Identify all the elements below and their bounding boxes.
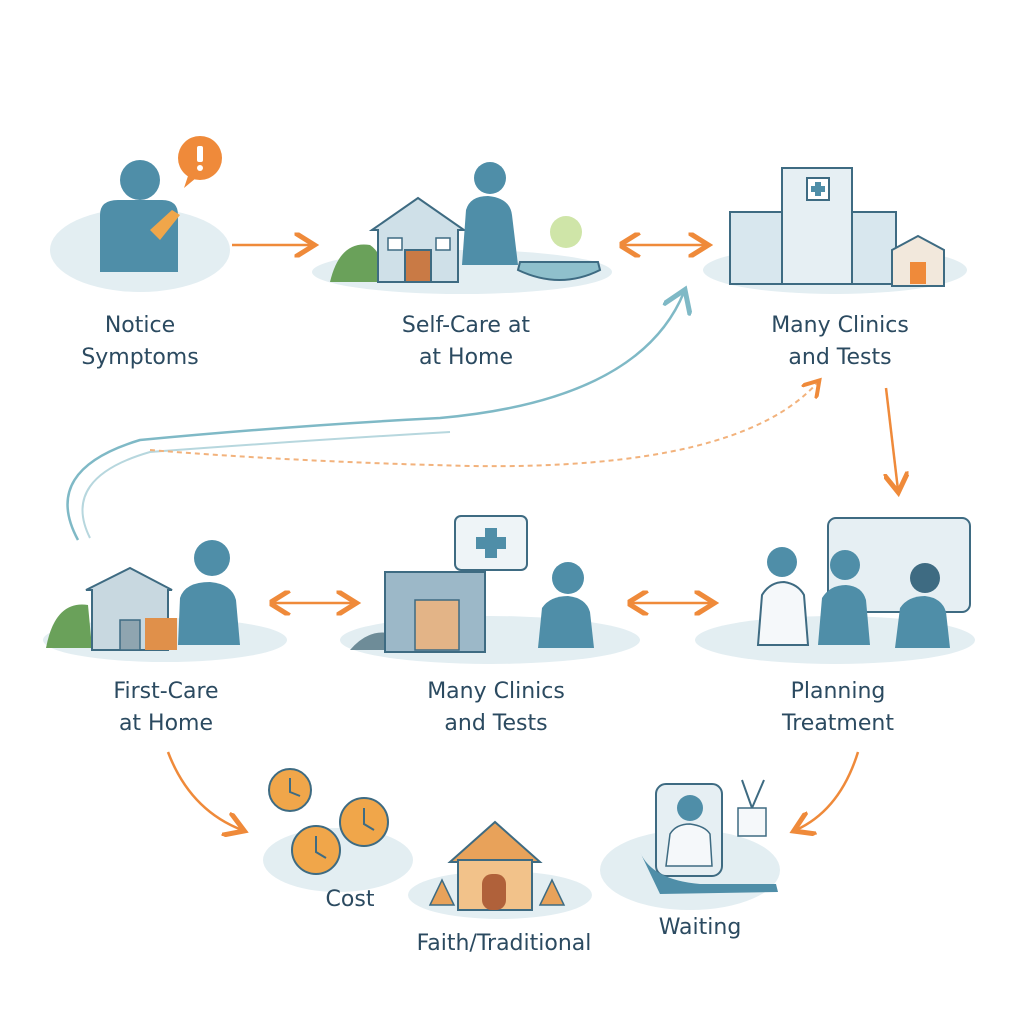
arrow-planning-waiting bbox=[796, 751, 860, 830]
label-clinics-top: Many Clinics and Tests bbox=[740, 310, 940, 374]
label-clinics-middle-line1: Many Clinics bbox=[427, 679, 565, 704]
label-planning: Planning Treatment bbox=[738, 676, 938, 740]
label-planning-line1: Planning bbox=[790, 679, 886, 704]
arrow-clinics-planning bbox=[886, 387, 898, 490]
label-clinics-top-line1: Many Clinics bbox=[771, 313, 909, 338]
arrow-dashed-loop bbox=[149, 382, 818, 468]
label-clinics-middle-line2: and Tests bbox=[444, 711, 548, 736]
label-firstcare-line1: First-Care bbox=[113, 679, 219, 704]
faith-traditional-illustration bbox=[408, 820, 592, 919]
label-firstcare-line2: at Home bbox=[118, 711, 214, 736]
label-clinics-top-line2: and Tests bbox=[788, 345, 892, 370]
label-cost: Cost bbox=[300, 884, 400, 916]
label-waiting: Waiting bbox=[630, 912, 770, 944]
clinics-middle-illustration bbox=[340, 515, 640, 664]
label-faith-line1: Faith/Traditional bbox=[416, 931, 592, 956]
label-selfcare: Self-Care at at Home bbox=[366, 310, 566, 374]
label-clinics-middle: Many Clinics and Tests bbox=[396, 676, 596, 740]
flow-arrows bbox=[66, 245, 898, 830]
label-selfcare-line1: Self-Care at bbox=[401, 313, 531, 338]
planning-treatment-illustration bbox=[695, 517, 975, 664]
label-cost-line1: Cost bbox=[325, 887, 375, 912]
selfcare-illustration bbox=[312, 162, 612, 294]
firstcare-illustration bbox=[43, 540, 287, 662]
arrow-firstcare-cost bbox=[166, 751, 242, 830]
label-selfcare-line2: at Home bbox=[418, 345, 514, 370]
label-notice-line2: Symptoms bbox=[81, 345, 199, 370]
notice-symptoms-illustration bbox=[50, 136, 230, 292]
waiting-illustration bbox=[600, 779, 780, 910]
label-planning-line2: Treatment bbox=[782, 711, 894, 736]
label-firstcare: First-Care at Home bbox=[66, 676, 266, 740]
label-notice-line1: Notice bbox=[104, 313, 176, 338]
label-waiting-line1: Waiting bbox=[658, 915, 742, 940]
cost-illustration bbox=[263, 768, 413, 892]
arrow-loop-back bbox=[66, 292, 684, 541]
label-faith: Faith/Traditional bbox=[384, 928, 624, 960]
clinics-top-illustration bbox=[703, 167, 967, 294]
label-notice-symptoms: Notice Symptoms bbox=[40, 310, 240, 374]
